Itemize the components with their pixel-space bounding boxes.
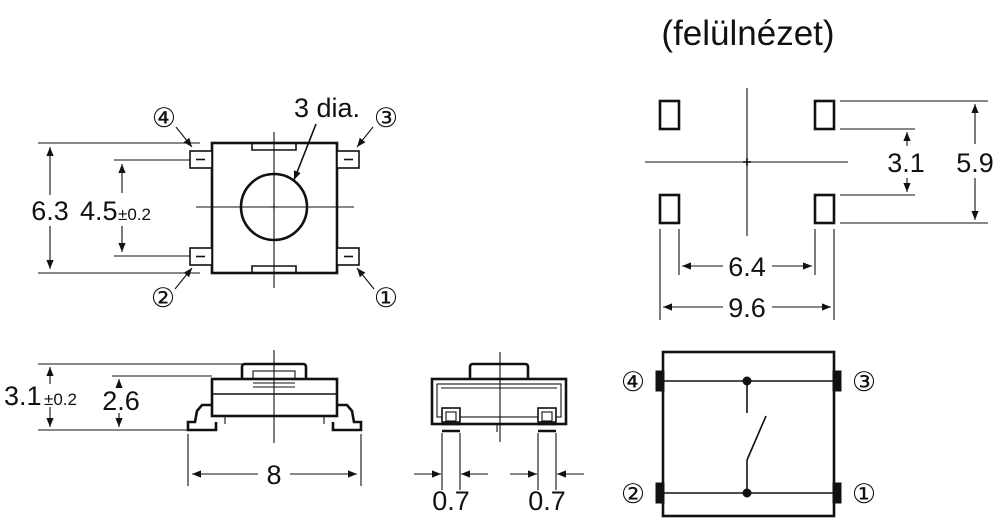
pitch-tolerance-label: ±0.2 (118, 205, 151, 224)
schematic-terminal-2 (655, 482, 665, 504)
footprint-9-6-label: 9.6 (728, 293, 766, 323)
side-view: 3.1 ±0.2 2.6 8 (4, 350, 363, 490)
switch-contact (746, 415, 767, 461)
side-view-left-lead (186, 403, 218, 432)
schematic-pin4-label: ④ (621, 367, 645, 397)
top-view-pin4-label: ④ (152, 103, 176, 133)
footprint-view: 3.1 5.9 6.4 9.6 (645, 88, 994, 323)
end-view-body (430, 377, 568, 426)
pad-bottom-left (658, 193, 681, 225)
side-view-right-lead (331, 403, 363, 432)
schematic-terminal-1 (832, 482, 842, 504)
top-view-pin2-label: ② (151, 283, 175, 313)
height-6-3-label: 6.3 (31, 196, 69, 226)
schematic-pin3-label: ③ (852, 367, 876, 397)
pad-bottom-right (813, 193, 836, 225)
pitch-4-5-label: 4.5 (80, 196, 118, 226)
left-pad-0-7-label: 0.7 (432, 486, 470, 516)
view-title: (felülnézet) (661, 14, 834, 53)
top-view-pin1-label: ① (374, 283, 398, 313)
body-height-2-6-label: 2.6 (102, 386, 140, 416)
width-8-label: 8 (266, 460, 281, 490)
diameter-label: 3 dia. (294, 93, 360, 123)
end-view-left-foot (441, 407, 461, 423)
top-view-pin3-label: ③ (374, 103, 398, 133)
footprint-6-4-label: 6.4 (728, 252, 766, 282)
schematic-pin1-label: ① (852, 479, 876, 509)
height-3-1-label: 3.1 (4, 381, 42, 411)
pad-top-left (658, 99, 681, 131)
schematic-terminal-4 (655, 370, 665, 392)
schematic-view: ④ ③ ② ① (621, 350, 876, 518)
top-view-terminal-4 (189, 150, 213, 169)
height-tolerance-label: ±0.2 (44, 390, 77, 409)
schematic-pin2-label: ② (621, 479, 645, 509)
top-view: 3 dia. 6.3 4.5 ±0.2 ④ ③ ② ① (31, 93, 398, 313)
right-pad-0-7-label: 0.7 (528, 486, 566, 516)
top-view-terminal-1 (336, 247, 360, 266)
pad-top-right (813, 99, 836, 131)
end-view: 0.7 0.7 (414, 352, 584, 516)
end-view-right-foot (537, 407, 557, 423)
schematic-terminal-3 (832, 370, 842, 392)
schematic-body (661, 350, 836, 518)
footprint-5-9-label: 5.9 (956, 148, 994, 178)
top-view-terminal-3 (336, 150, 360, 169)
footprint-3-1-label: 3.1 (887, 148, 925, 178)
end-view-actuator (468, 362, 530, 379)
top-view-terminal-2 (189, 247, 213, 266)
